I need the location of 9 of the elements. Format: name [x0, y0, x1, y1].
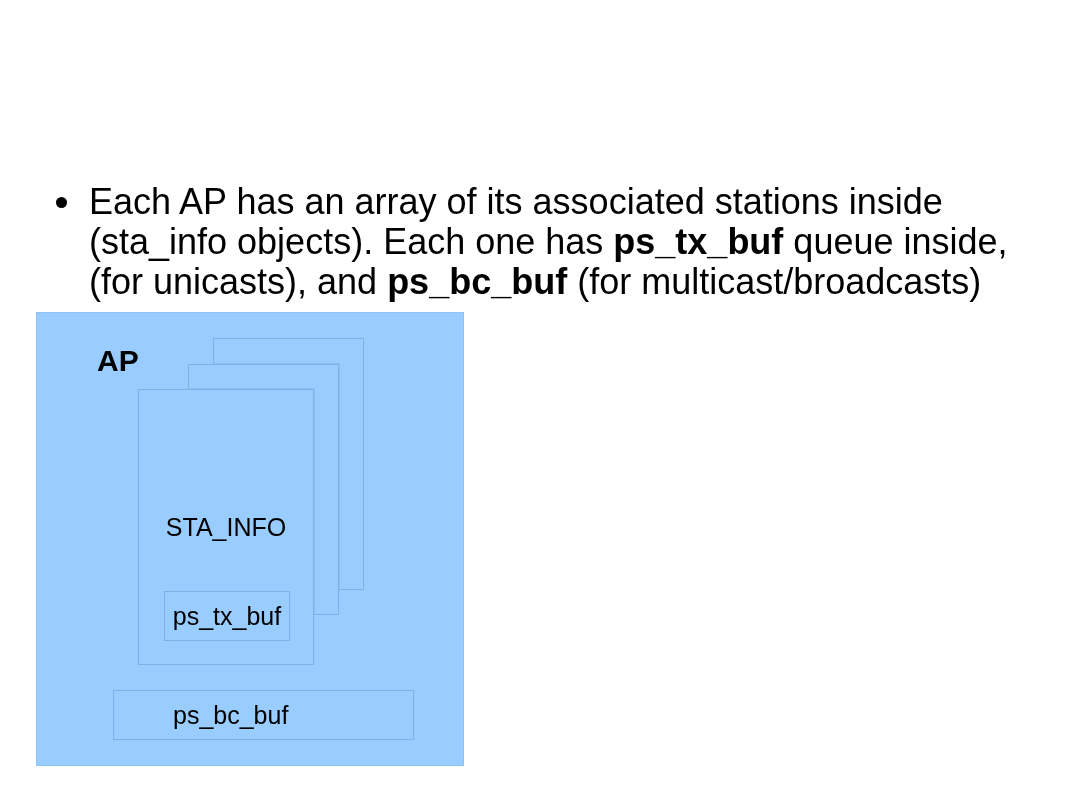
buffer-box: [164, 591, 290, 641]
buffer-box: [113, 690, 414, 740]
ap-container: [36, 312, 464, 766]
buffer-label: ps_bc_buf: [173, 700, 289, 730]
bullet-text: Each AP has an array of its associated stations inside (sta_info objects). Each one has ps_tx_buf queue inside, (for unicasts), and ps_bc_buf (for multicast/broadcasts): [89, 182, 1009, 302]
card-title: STA_INFO: [165, 513, 287, 542]
sta-info-card: [138, 389, 314, 665]
buffer-label: ps_tx_buf: [172, 601, 282, 631]
container-title: AP: [97, 344, 139, 379]
